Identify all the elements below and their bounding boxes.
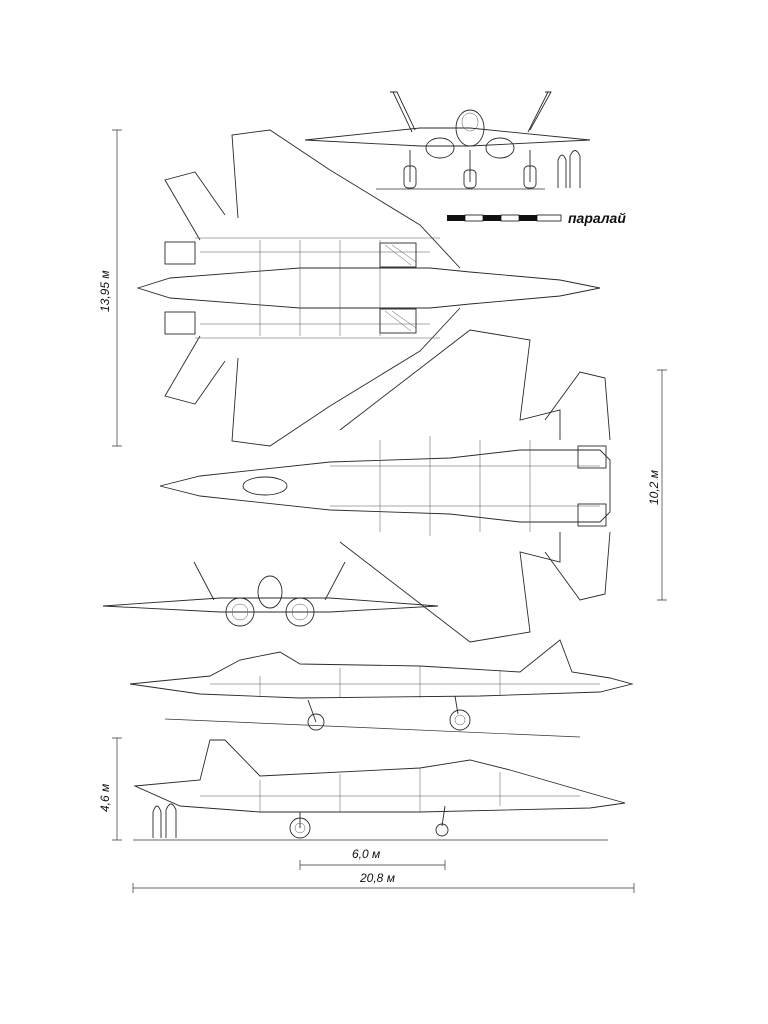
wheelbase-label: 6,0 м [352, 847, 380, 861]
front-view-lower [102, 561, 439, 627]
dimension-wingspan: 13,95 м [98, 129, 122, 447]
side-view-upper [129, 639, 634, 738]
dimension-length: 20,8 м [132, 871, 635, 893]
wingspan-label: 13,95 м [98, 270, 112, 312]
dimension-height: 4,6 м [98, 737, 122, 841]
top-view [159, 329, 611, 643]
bottom-view [136, 129, 601, 447]
scale-bar: паралай [447, 210, 626, 226]
dimension-height-top: 10,2 м [647, 369, 667, 601]
front-view-upper [304, 91, 591, 190]
height-label: 4,6 м [98, 784, 112, 812]
length-label: 20,8 м [359, 871, 395, 885]
height-top-view-label: 10,2 м [647, 470, 661, 505]
dimension-wheelbase: 6,0 м [299, 847, 446, 870]
brand-label: паралай [568, 210, 626, 226]
side-view-lower [133, 739, 626, 841]
